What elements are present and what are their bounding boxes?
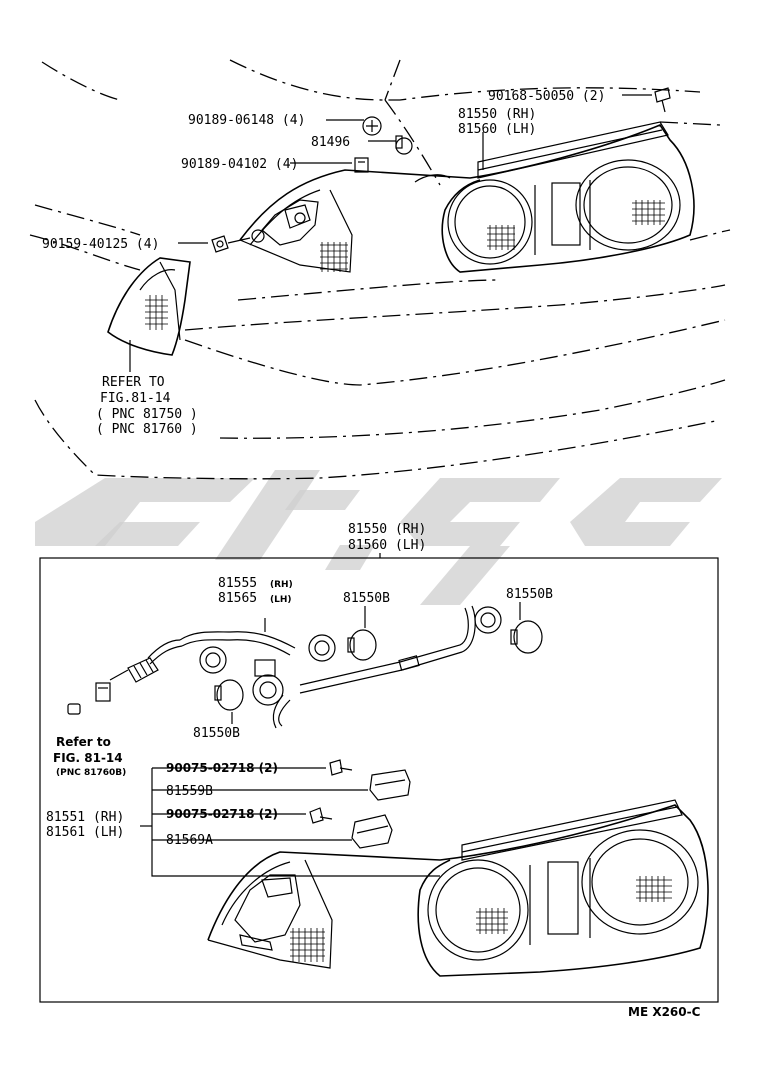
bulb-socket-icon <box>474 606 502 634</box>
bulb-icon <box>347 629 377 661</box>
tail-lamp-lens-lower <box>207 799 709 977</box>
callout-screw-b: 90075-02718 (2) <box>166 807 278 821</box>
box-header-lh: 81560 (LH) <box>348 538 426 553</box>
screw-icon <box>362 116 382 136</box>
bracket-icon <box>351 814 393 849</box>
refer-line-3: ( PNC 81750 ) <box>96 407 198 422</box>
callout-90189-04102: 90189-04102 (4) <box>181 157 298 172</box>
leader-lines-box <box>140 602 521 877</box>
callout-bulb-right: 81550B <box>506 587 553 602</box>
callout-90189-06148: 90189-06148 (4) <box>188 113 305 128</box>
callout-bracket-a: 81569A <box>166 833 213 848</box>
grommet-icon <box>67 703 81 715</box>
callout-screw-a: 90075-02718 (2) <box>166 761 278 775</box>
refer-line-2: FIG.81-14 <box>100 391 171 406</box>
screw-icon <box>309 807 333 824</box>
detail-frame <box>39 557 719 1003</box>
callout-90168-50050: 90168-50050 (2) <box>488 89 605 104</box>
callout-bulb-low: 81550B <box>193 726 240 741</box>
bracket-icon <box>369 769 411 801</box>
callout-81550-rh: 81550 (RH) <box>458 107 536 122</box>
callout-lens-lh: 81561 (LH) <box>46 825 124 840</box>
callout-bulb-mid: 81550B <box>343 591 390 606</box>
bulb-socket-icon <box>199 646 227 674</box>
bulb-socket-icon <box>395 135 413 155</box>
side-marker-lamp <box>107 257 191 356</box>
callout-81555-tag: (RH) <box>270 580 293 590</box>
nut-icon <box>211 235 229 253</box>
box-refer-line-1: Refer to <box>56 735 111 749</box>
bulb-icon <box>214 679 244 711</box>
callout-81555-num: 81555 <box>218 576 257 591</box>
callout-lens-rh: 81551 (RH) <box>46 810 124 825</box>
box-refer-line-2: FIG. 81-14 <box>53 751 123 765</box>
refer-line-4: ( PNC 81760 ) <box>96 422 198 437</box>
callout-81560-lh: 81560 (LH) <box>458 122 536 137</box>
car-body-outline <box>29 59 731 480</box>
callout-81496: 81496 <box>311 135 350 150</box>
screw-icon <box>329 759 353 776</box>
bulb-socket-icon <box>308 634 336 662</box>
bulb-socket-icon <box>252 659 284 706</box>
tail-lamp-assembly-top <box>239 121 695 273</box>
screw-icon <box>654 87 671 113</box>
callout-bracket-b: 81559B <box>166 784 213 799</box>
refer-line-1: REFER TO <box>102 375 165 390</box>
diagram-code: ME X260-C <box>628 1005 701 1019</box>
callout-90159-40125: 90159-40125 (4) <box>42 237 159 252</box>
box-header-rh: 81550 (RH) <box>348 522 426 537</box>
callout-81565-tag: (LH) <box>270 595 292 605</box>
clip-nut-icon <box>354 157 369 173</box>
leader-lines-top <box>129 94 652 372</box>
watermark-logo <box>35 470 722 605</box>
plug-icon <box>95 682 111 702</box>
wiring-harness <box>109 605 476 729</box>
box-refer-line-3: (PNC 81760B) <box>56 768 126 778</box>
callout-81565-num: 81565 <box>218 591 257 606</box>
bulb-icon <box>510 620 543 654</box>
